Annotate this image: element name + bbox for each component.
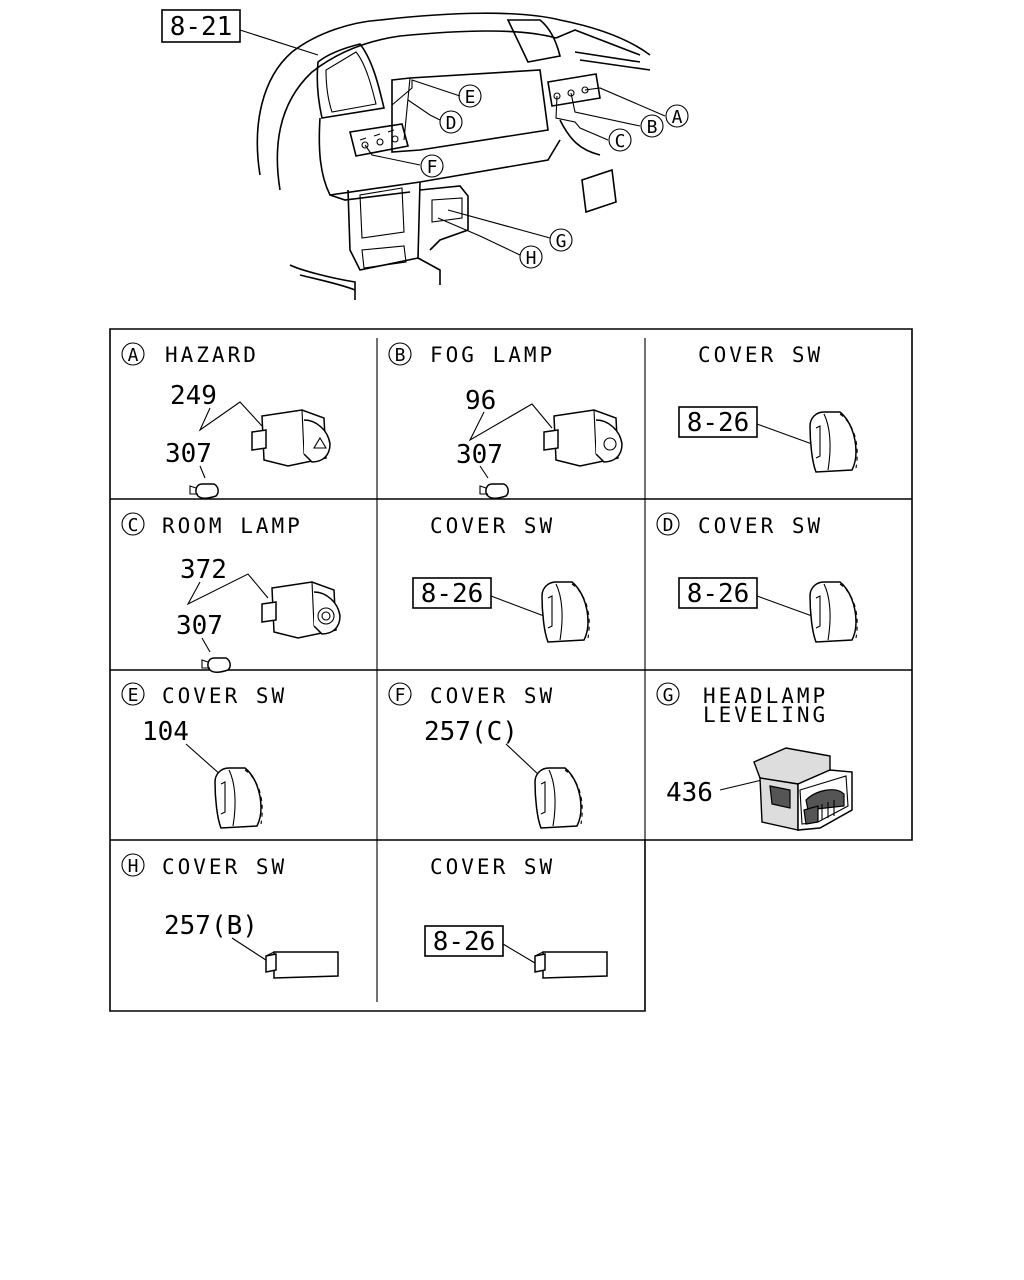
svg-text:G: G bbox=[556, 231, 567, 252]
room-lamp-switch bbox=[261, 581, 341, 639]
title-cover-sw: COVER SW bbox=[162, 684, 287, 708]
bulb-307 bbox=[189, 483, 219, 500]
headlamp-leveling-switch bbox=[753, 747, 853, 831]
callout-B: B bbox=[640, 114, 664, 138]
title-leveling: LEVELING bbox=[703, 703, 828, 727]
cell-headlamp-leveling: G HEADLAMP LEVELING 436 bbox=[656, 682, 853, 831]
svg-text:A: A bbox=[128, 345, 139, 366]
callout-G: G bbox=[549, 228, 573, 252]
title-hazard: HAZARD bbox=[165, 343, 259, 367]
part-307: 307 bbox=[456, 440, 503, 470]
callout-F: F bbox=[420, 154, 444, 178]
cell-cover-sw-1: COVER SW 8-26 bbox=[678, 343, 858, 473]
title-headlamp: HEADLAMP bbox=[703, 684, 828, 708]
cover-cap bbox=[809, 581, 858, 643]
cell-cover-sw-2: COVER SW 8-26 bbox=[412, 514, 590, 643]
svg-text:D: D bbox=[446, 113, 457, 134]
slide-cover bbox=[265, 951, 339, 979]
callout-A: A bbox=[665, 104, 689, 128]
title-fog-lamp: FOG LAMP bbox=[430, 343, 555, 367]
title-cover-sw: COVER SW bbox=[430, 514, 555, 538]
part-257b: 257(B) bbox=[164, 911, 258, 941]
part-372: 372 bbox=[180, 555, 227, 585]
cell-cover-sw-h: H COVER SW 257(B) bbox=[121, 853, 339, 979]
ref-8-26: 8-26 bbox=[421, 579, 484, 609]
cell-room-lamp: C ROOM LAMP 372 307 bbox=[121, 512, 341, 674]
ref-8-26: 8-26 bbox=[433, 927, 496, 957]
ref-box-8-21 bbox=[161, 9, 241, 43]
slide-cover bbox=[534, 951, 608, 979]
svg-text:E: E bbox=[128, 685, 139, 706]
svg-text:H: H bbox=[526, 248, 537, 269]
svg-text:F: F bbox=[427, 157, 438, 178]
cell-cover-sw-f: F COVER SW 257(C) bbox=[388, 682, 583, 829]
title-cover-sw: COVER SW bbox=[430, 855, 555, 879]
ref-8-26: 8-26 bbox=[687, 408, 750, 438]
callout-D: D bbox=[439, 110, 463, 134]
title-cover-sw: COVER SW bbox=[698, 514, 823, 538]
cell-cover-sw-3: COVER SW 8-26 bbox=[424, 855, 608, 979]
svg-text:C: C bbox=[615, 131, 626, 152]
svg-text:E: E bbox=[465, 87, 476, 108]
title-cover-sw: COVER SW bbox=[698, 343, 823, 367]
callout-A-badge bbox=[121, 342, 145, 366]
dashboard-outline bbox=[256, 12, 651, 300]
callout-C: C bbox=[608, 128, 632, 152]
ref-8-26: 8-26 bbox=[687, 579, 750, 609]
callout-E: E bbox=[458, 84, 482, 108]
cell-hazard: A HAZARD 249 307 bbox=[121, 342, 331, 500]
part-249: 249 bbox=[170, 381, 217, 411]
parts-grid bbox=[109, 328, 913, 1012]
hazard-switch bbox=[251, 409, 331, 467]
fog-lamp-switch bbox=[543, 409, 623, 467]
cover-cap bbox=[214, 767, 263, 829]
part-104: 104 bbox=[142, 717, 189, 747]
svg-text:D: D bbox=[663, 515, 674, 536]
svg-text:A: A bbox=[672, 107, 683, 128]
svg-text:B: B bbox=[395, 345, 406, 366]
title-room-lamp: ROOM LAMP bbox=[162, 514, 303, 538]
instrument-panel-overview: 8-21 bbox=[161, 9, 689, 300]
cell-fog-lamp: B FOG LAMP 96 307 bbox=[388, 342, 623, 500]
svg-text:G: G bbox=[663, 685, 674, 706]
cell-cover-sw-d: D COVER SW 8-26 bbox=[656, 512, 858, 643]
part-307: 307 bbox=[176, 611, 223, 641]
cover-cap bbox=[809, 411, 858, 473]
ref-8-21: 8-21 bbox=[170, 12, 233, 42]
bulb-307 bbox=[479, 483, 509, 500]
part-307: 307 bbox=[165, 439, 212, 469]
svg-text:C: C bbox=[128, 515, 139, 536]
part-96: 96 bbox=[465, 386, 496, 416]
title-cover-sw: COVER SW bbox=[162, 855, 287, 879]
cover-cap bbox=[534, 767, 583, 829]
part-436: 436 bbox=[666, 778, 713, 808]
part-257c: 257(C) bbox=[424, 717, 518, 747]
title-cover-sw: COVER SW bbox=[430, 684, 555, 708]
svg-text:H: H bbox=[128, 856, 139, 877]
callout-H: H bbox=[519, 245, 543, 269]
cell-cover-sw-e: E COVER SW 104 bbox=[121, 682, 287, 829]
svg-text:B: B bbox=[647, 117, 658, 138]
cover-cap bbox=[541, 581, 590, 643]
svg-text:F: F bbox=[395, 685, 406, 706]
callout-leaders bbox=[364, 79, 666, 256]
